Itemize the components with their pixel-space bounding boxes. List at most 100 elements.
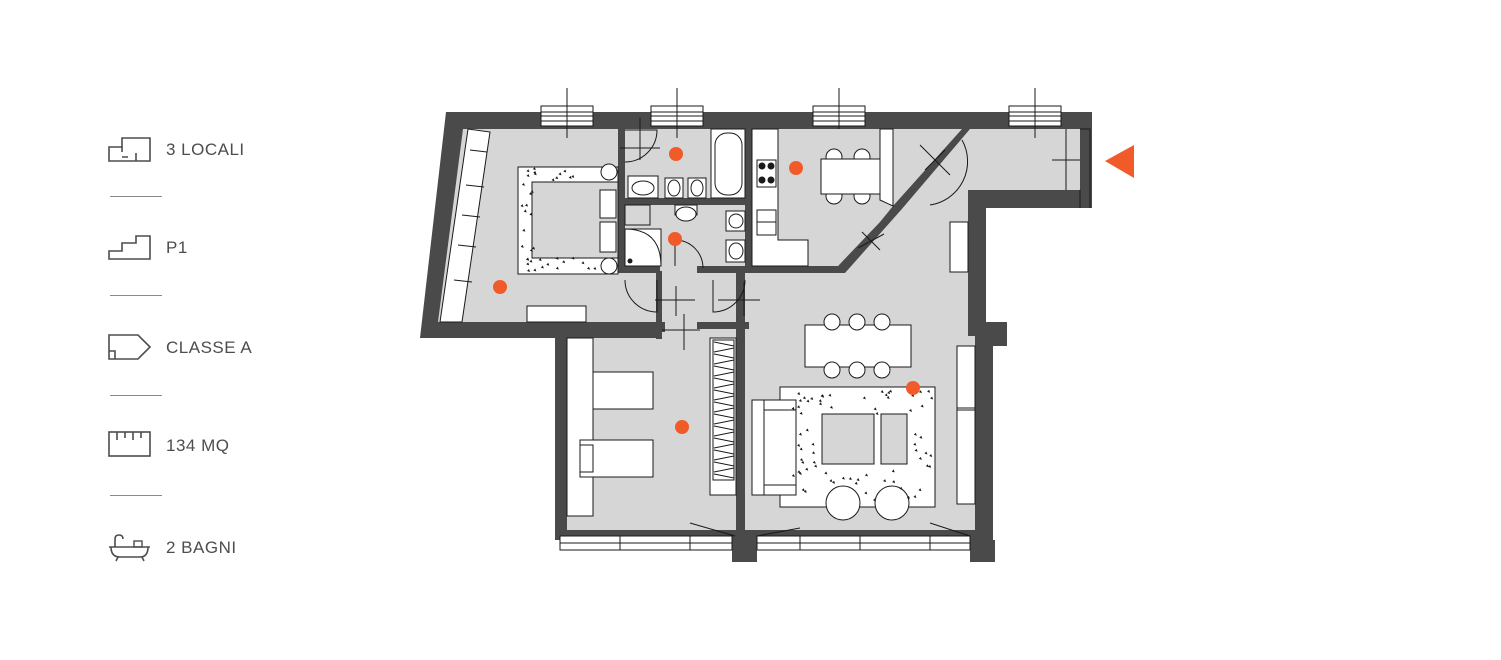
divider <box>110 295 162 296</box>
feature-area: 134 MQ <box>108 431 229 461</box>
carpet-speckle <box>593 266 597 270</box>
carpet-speckle <box>530 190 534 194</box>
carpet-speckle <box>563 169 567 173</box>
carpet-speckle <box>873 407 877 411</box>
carpet-speckle <box>886 396 890 399</box>
wardrobe-hanger <box>713 383 735 389</box>
carpet-speckle <box>814 464 818 468</box>
bedroom-marker <box>675 420 689 434</box>
living-room-furniture <box>751 313 976 521</box>
kitchen-furniture <box>751 128 894 267</box>
wardrobe-hanger <box>713 341 735 347</box>
bathroom-1-fixtures <box>627 128 746 199</box>
carpet-speckle <box>805 467 809 471</box>
carpet-speckle <box>521 182 525 186</box>
wardrobe-hanger <box>713 419 735 425</box>
bedroom-marker <box>493 280 507 294</box>
carpet-speckle <box>918 390 922 394</box>
carpet-speckle <box>538 258 542 262</box>
carpet-speckle <box>887 391 891 395</box>
wardrobe-hanger <box>713 461 735 467</box>
wardrobe-hanger <box>713 395 735 401</box>
carpet-speckle <box>526 262 530 266</box>
carpet-speckle <box>791 406 795 410</box>
carpet-speckle <box>555 176 559 180</box>
carpet-speckle <box>854 481 858 485</box>
carpet-speckle <box>587 266 590 270</box>
carpet-speckle <box>798 432 802 436</box>
carpet-speckle <box>924 451 928 455</box>
stairs-floor-icon <box>108 235 151 260</box>
carpet-speckle <box>581 261 585 265</box>
carpet-speckle <box>551 178 555 182</box>
carpet-speckle <box>801 460 805 464</box>
carpet-speckle <box>533 172 537 176</box>
carpet-speckle <box>529 192 532 196</box>
carpet-speckle <box>812 460 816 464</box>
carpet-speckle <box>799 458 803 462</box>
carpet-speckle <box>832 480 836 484</box>
divider <box>110 196 162 197</box>
carpet-speckle <box>892 480 896 484</box>
carpet-speckle <box>919 435 923 439</box>
carpet-speckle <box>558 172 562 176</box>
carpet-speckle <box>906 495 910 499</box>
ruler-area-icon <box>108 431 151 457</box>
carpet-speckle <box>928 464 932 468</box>
bathroom-marker <box>668 232 682 246</box>
wardrobe-hanger <box>713 353 735 359</box>
carpet-speckle <box>818 399 822 403</box>
wardrobe-hangers <box>713 341 735 479</box>
carpet-speckle <box>533 170 537 174</box>
carpet-speckle <box>803 489 807 493</box>
carpet-speckle <box>891 469 895 473</box>
carpet-speckle <box>820 394 824 398</box>
carpet-speckle <box>525 203 528 207</box>
carpet-speckle <box>571 256 575 260</box>
window-sashes <box>560 522 971 550</box>
feature-floor-label: P1 <box>166 238 188 257</box>
carpet-speckle <box>526 169 530 173</box>
carpet-speckle <box>526 174 530 177</box>
carpet-speckle <box>918 488 922 492</box>
carpet-speckle <box>920 404 924 408</box>
carpet-speckle <box>523 209 527 213</box>
carpet-speckle <box>918 456 922 460</box>
wardrobe-hanger <box>713 413 735 419</box>
carpet-speckle <box>529 259 533 263</box>
carpet-speckle <box>914 448 918 452</box>
carpet-pattern-1 <box>520 167 597 272</box>
carpet-speckle <box>532 167 536 171</box>
carpet-speckle <box>526 257 529 261</box>
carpet-speckle <box>568 175 572 179</box>
carpet-speckle <box>875 412 879 415</box>
wardrobe-hanger <box>713 455 735 461</box>
carpet-speckle <box>883 479 887 483</box>
feature-bathrooms-label: 2 BAGNI <box>166 538 237 557</box>
carpet-speckle <box>533 268 537 272</box>
carpet-speckle <box>540 265 544 269</box>
carpet-speckle <box>562 260 566 264</box>
carpet-speckle <box>555 256 559 260</box>
feature-floor: P1 <box>108 233 188 263</box>
wardrobe-hanger <box>713 449 735 455</box>
carpet-speckle <box>805 428 809 432</box>
carpet-speckle <box>862 396 866 400</box>
carpet-speckle <box>799 411 803 415</box>
wardrobe-hanger <box>713 425 735 431</box>
carpet-speckle <box>824 471 828 475</box>
carpet-speckle <box>522 228 526 232</box>
carpet-speckle <box>546 262 550 266</box>
carpet-speckle <box>801 488 805 492</box>
carpet-speckle <box>810 397 814 400</box>
carpet-speckle <box>797 405 800 409</box>
carpet-speckle <box>873 498 876 502</box>
carpet-speckle <box>555 266 559 270</box>
floor-plan <box>420 88 1134 562</box>
entrance-arrow-icon <box>1105 145 1134 178</box>
carpet-speckle <box>856 478 860 482</box>
bathroom-2-fixtures <box>624 204 746 267</box>
carpet-speckle <box>889 389 892 393</box>
window-crosses <box>541 88 1061 138</box>
carpet-speckle <box>798 399 802 402</box>
